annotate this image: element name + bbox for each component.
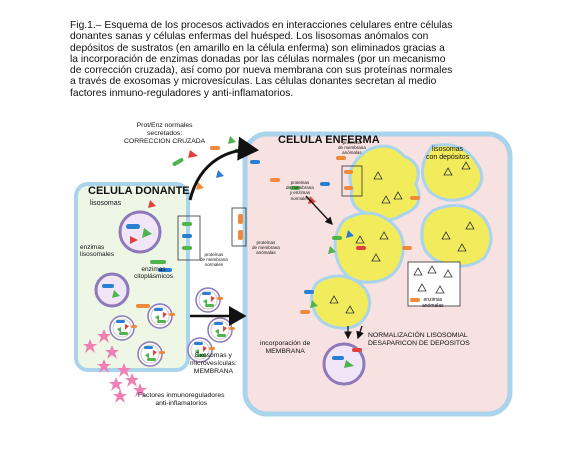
donor-lysosome (94, 272, 130, 308)
lysosome-deposit (348, 144, 421, 222)
lisosomas-label: lisosomas (90, 200, 122, 207)
caption-line: depósitos de sustratos (en amarillo en l… (70, 42, 445, 54)
normalized-lysosome (322, 342, 366, 386)
caption-line: Fig.1.– Esquema de los procesos activado… (70, 20, 453, 31)
lysosome-deposit (420, 204, 493, 268)
caption-line: donantes sanas y células enfermas del hu… (70, 31, 429, 43)
caption-line: de corrección cruzada), así como por nue… (70, 65, 453, 77)
donor-lysosome (118, 210, 162, 254)
lysosome-deposit (310, 274, 372, 330)
caption-line: la incorporación de enzimas donadas por … (70, 53, 446, 65)
lysosome-deposit (333, 211, 405, 284)
caption-line: factores inmuno-reguladores y anti-infla… (70, 87, 294, 99)
donor-cell-title: CELULA DONANTE (88, 185, 190, 197)
caption-line: a través de exosomas y microvesículas. L… (70, 76, 437, 88)
figure-caption: Fig.1.– Esquema de los procesos activado… (70, 20, 500, 99)
sick-cell-title: CELULA ENFERMA (278, 134, 380, 146)
lysosome-deposit (421, 143, 484, 202)
